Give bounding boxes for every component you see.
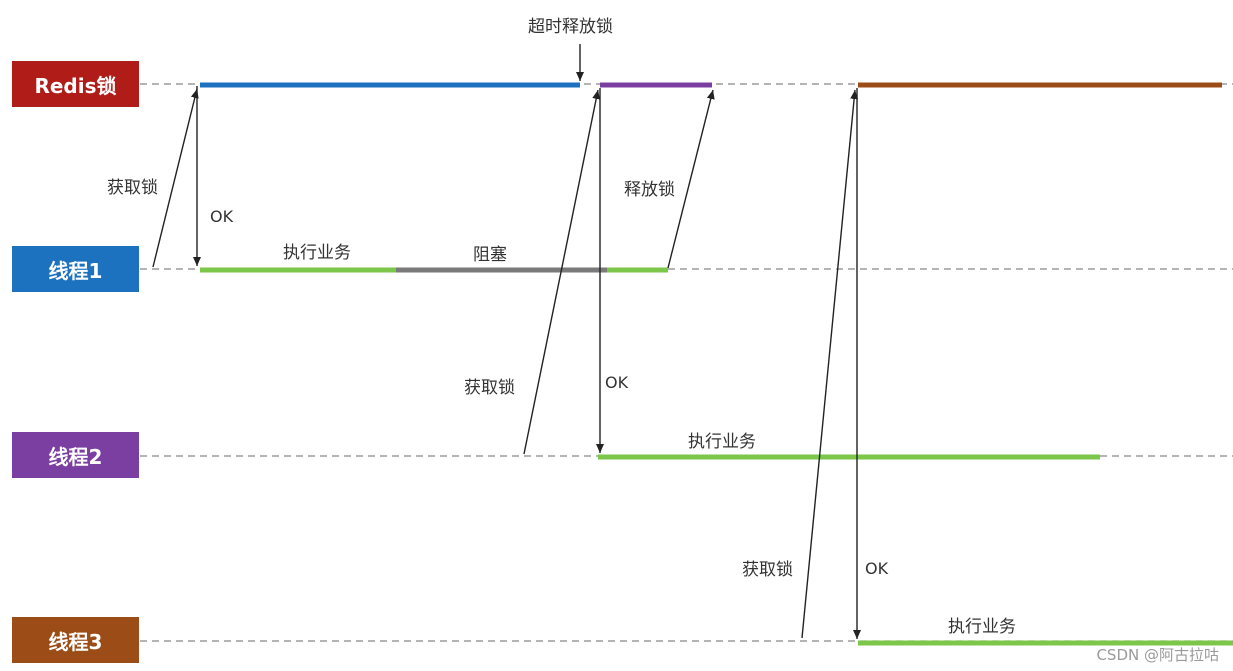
thread2-acquire-label: 获取锁 xyxy=(464,378,515,398)
thread1-acquire-label: 获取锁 xyxy=(107,178,158,198)
thread1-execute-label: 执行业务 xyxy=(283,243,351,263)
redis-lock-lane-label: Redis锁 xyxy=(12,61,139,107)
thread3-acquire-arrow xyxy=(801,89,859,639)
thread2-acquire-arrow xyxy=(523,89,601,455)
thread1-lane-label: 线程1 xyxy=(12,246,139,292)
timeout-release-label: 超时释放锁 xyxy=(528,17,613,37)
thread1-acquire-arrow xyxy=(152,88,199,268)
thread2-execute-label: 执行业务 xyxy=(688,432,756,452)
thread3-execute-label: 执行业务 xyxy=(948,617,1016,637)
thread3-acquire-label: 获取锁 xyxy=(742,560,793,580)
thread3-lane-label: 线程3 xyxy=(12,617,139,663)
thread1-release-label: 释放锁 xyxy=(624,180,675,200)
thread1-ok-label: OK xyxy=(210,207,234,226)
watermark: CSDN @阿古拉咕 xyxy=(1096,646,1219,664)
thread3-ok-label: OK xyxy=(865,559,889,578)
thread2-lane-label: 线程2 xyxy=(12,432,139,478)
thread1-blocked-label: 阻塞 xyxy=(473,245,507,265)
thread2-ok-label: OK xyxy=(605,373,629,392)
thread1-release-arrow xyxy=(667,89,715,269)
